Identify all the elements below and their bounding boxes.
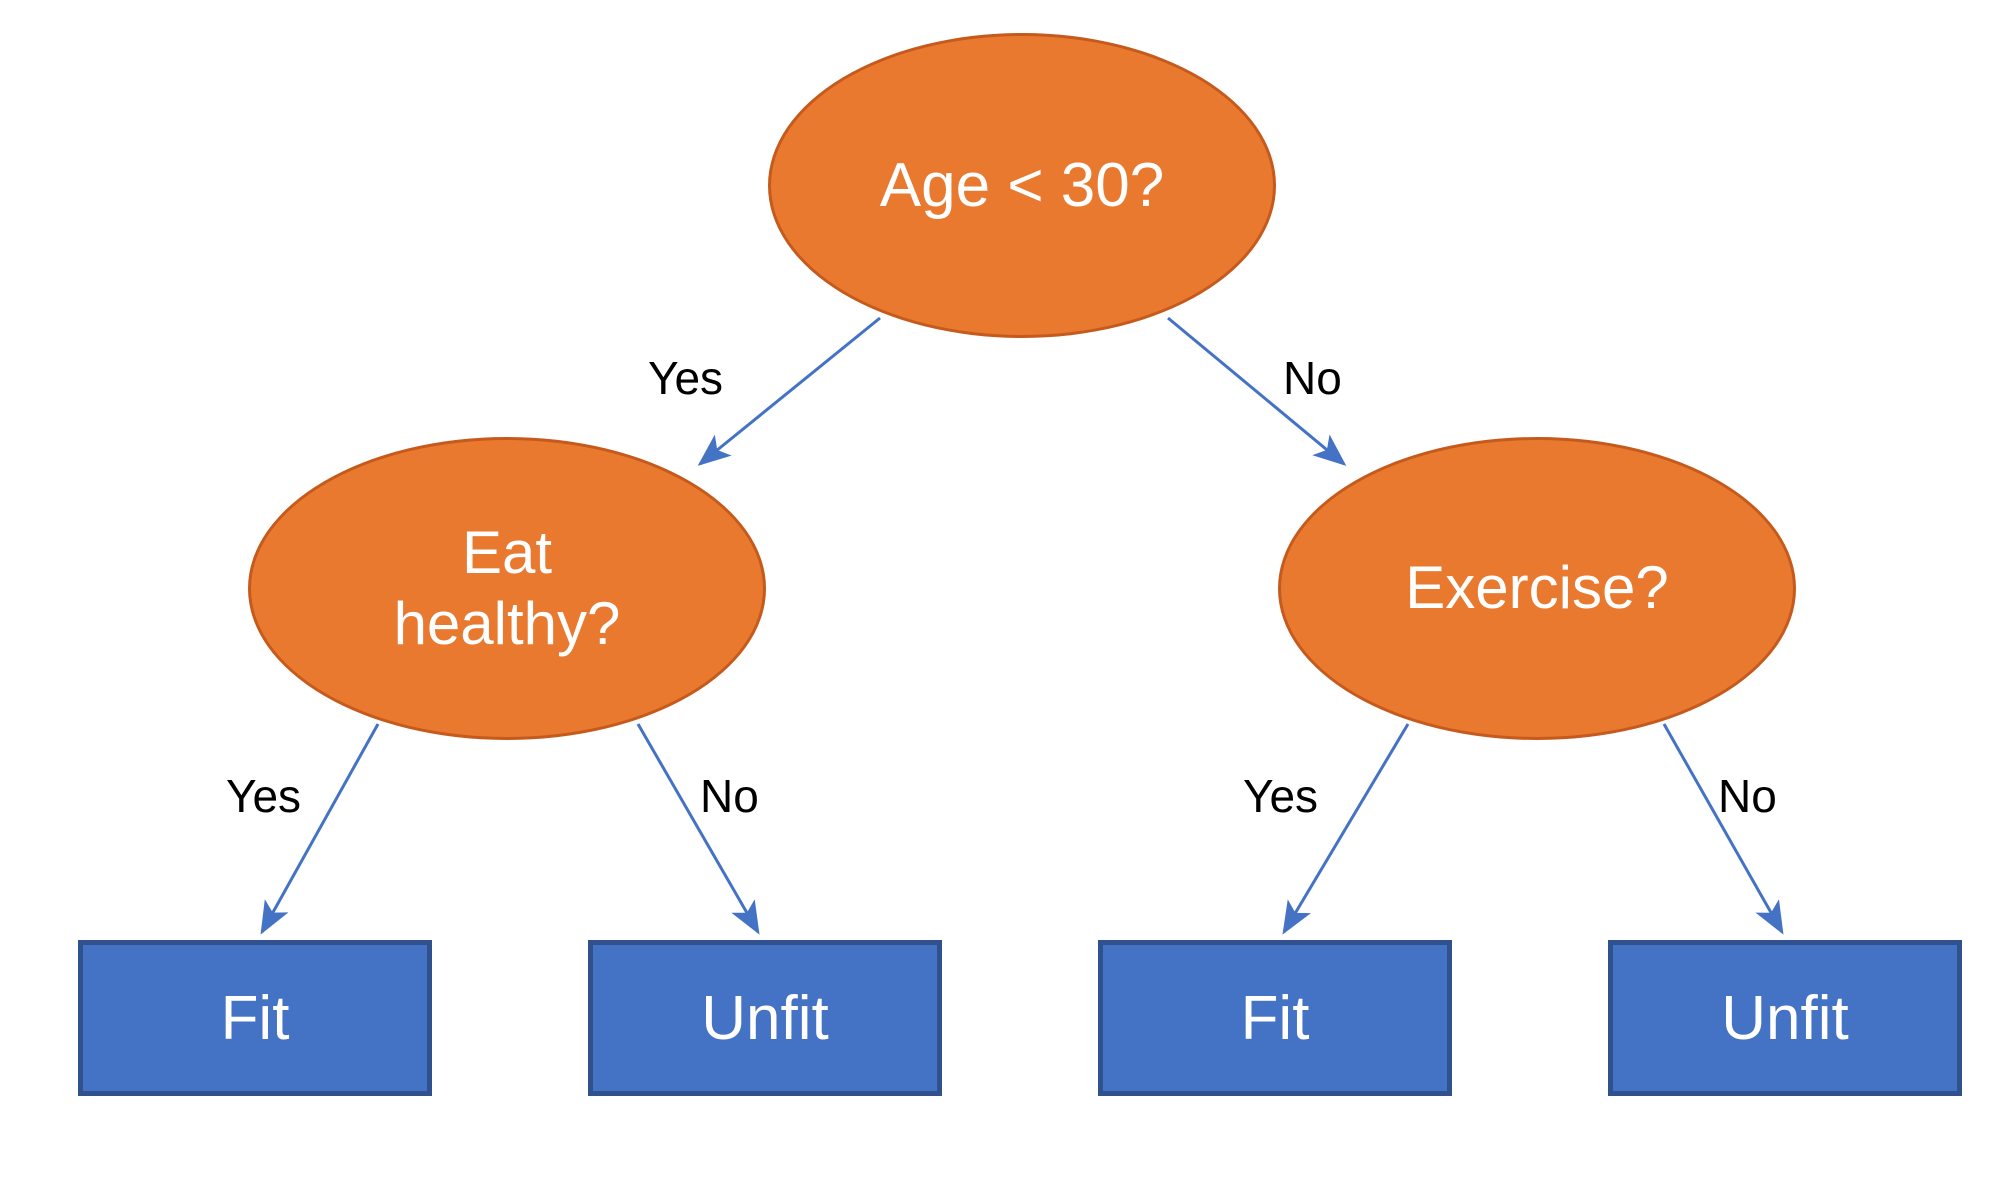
decision-node-eat-healthy[interactable]: Eat healthy? xyxy=(248,437,766,740)
leaf-node-unfit-right-label: Unfit xyxy=(1721,983,1849,1053)
leaf-node-unfit-left-label: Unfit xyxy=(701,983,829,1053)
edge-label-exercise-no: No xyxy=(1718,770,1777,822)
edge-label-root-yes: Yes xyxy=(648,352,724,404)
edge-label-exercise-yes: Yes xyxy=(1243,770,1319,822)
edge-root-to-eat-healthy xyxy=(697,316,881,466)
edge-exercise-to-fit xyxy=(1282,723,1410,935)
decision-node-exercise-label: Exercise? xyxy=(1405,554,1669,622)
edge-eat-healthy-to-unfit xyxy=(636,723,760,935)
leaf-node-fit-right-label: Fit xyxy=(1240,983,1310,1053)
edge-eat-healthy-to-fit xyxy=(260,723,380,935)
edge-label-eat-healthy-no: No xyxy=(700,770,759,822)
decision-node-exercise[interactable]: Exercise? xyxy=(1278,437,1796,740)
leaf-node-fit-right[interactable]: Fit xyxy=(1098,940,1452,1096)
leaf-node-unfit-left[interactable]: Unfit xyxy=(588,940,942,1096)
leaf-node-unfit-right[interactable]: Unfit xyxy=(1608,940,1962,1096)
edge-label-eat-healthy-yes: Yes xyxy=(226,770,302,822)
leaf-node-fit-left-label: Fit xyxy=(220,983,290,1053)
decision-node-root[interactable]: Age < 30? xyxy=(768,33,1276,338)
edge-label-root-no: No xyxy=(1283,352,1342,404)
decision-node-eat-healthy-label: Eat healthy? xyxy=(393,518,621,657)
leaf-node-fit-left[interactable]: Fit xyxy=(78,940,432,1096)
edge-exercise-to-unfit xyxy=(1662,723,1784,935)
decision-node-root-label: Age < 30? xyxy=(879,150,1165,220)
